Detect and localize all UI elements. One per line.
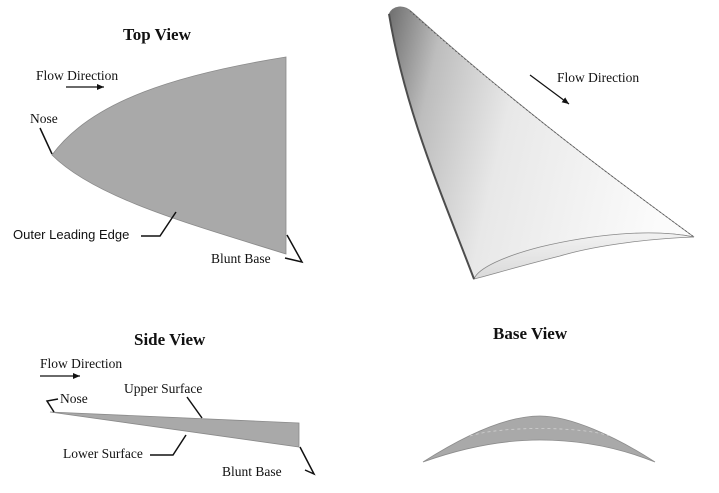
side-base-leader [299,446,316,476]
side-upper-leader [186,396,203,419]
top-nose-label: Nose [30,111,58,126]
base-view-title: Base View [493,324,568,343]
perspective-base-face [473,232,695,280]
perspective-leading-edge-dashed [409,10,695,238]
side-nose-label: Nose [60,391,88,406]
top-view-title: Top View [123,25,192,44]
perspective-flow-arrow [529,74,570,105]
base-view-panel: Base View [422,324,656,463]
top-outer-edge-leader [141,211,177,237]
side-view-profile [49,411,300,448]
side-upper-label: Upper Surface [124,381,202,396]
side-nose-leader [45,398,59,413]
top-outer-edge-label: Outer Leading Edge [13,227,129,242]
perspective-view-panel: Flow Direction [388,6,695,281]
top-view-planform [51,56,287,255]
side-view-title: Side View [134,330,206,349]
side-lower-label: Lower Surface [63,446,143,461]
base-view-texture-line [469,428,611,437]
side-lower-leader [150,434,187,456]
side-view-panel: Side View Flow Direction Nose Upper Surf… [40,330,316,479]
top-base-leader [284,234,304,264]
side-base-label: Blunt Base [222,464,282,479]
top-view-panel: Top View Flow Direction Nose Outer Leadi… [13,25,304,266]
top-base-label: Blunt Base [211,251,271,266]
top-flow-label: Flow Direction [36,68,118,83]
base-view-cross-section [422,415,656,463]
perspective-shadow-edge [388,13,475,280]
perspective-flow-label: Flow Direction [557,70,639,85]
side-flow-label: Flow Direction [40,356,122,371]
top-nose-leader [39,127,53,155]
